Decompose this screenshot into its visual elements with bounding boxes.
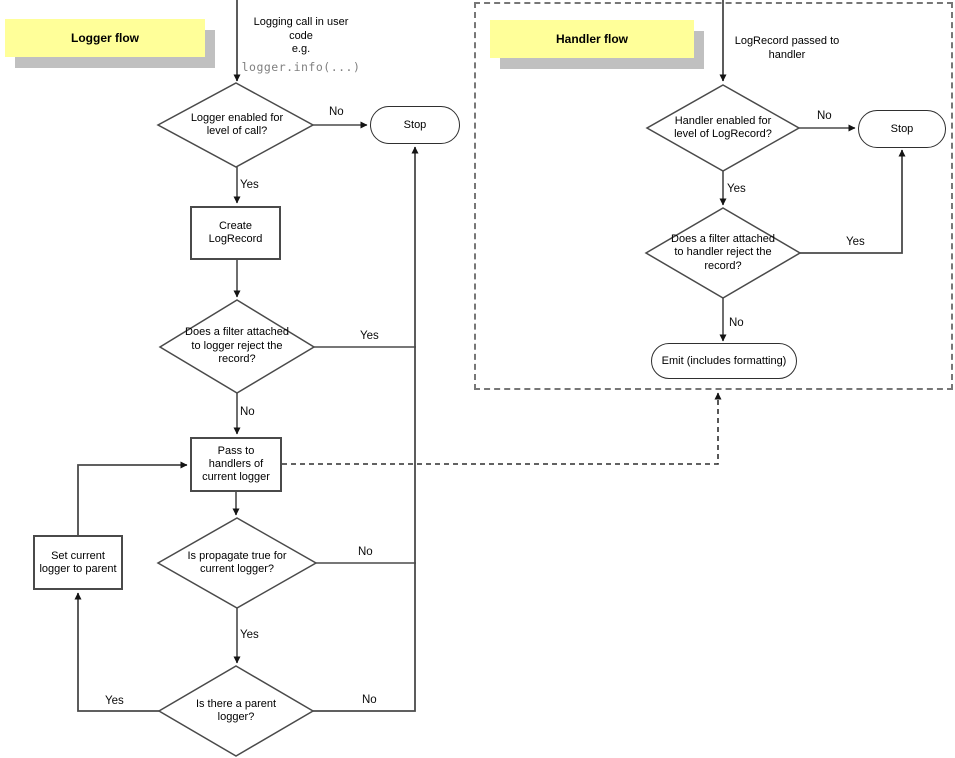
diamond-handler-enabled [645, 84, 801, 172]
edge-hfilter-yes-to-stop [800, 149, 906, 254]
emit-node: Emit (includes formatting) [651, 343, 797, 379]
handler-enabled-label: Handler enabled for level of LogRecord? [674, 114, 772, 141]
logger-filter-label: Does a filter attached to logger reject … [185, 326, 289, 366]
edge-label: Yes [240, 629, 259, 641]
edge-parent-yes-to-set [74, 592, 159, 712]
logger-enabled-label: Logger enabled for level of call? [190, 111, 284, 138]
edge-label: No [329, 106, 344, 118]
edge-label: No [240, 406, 255, 418]
logger-stop-node: Stop [370, 106, 460, 144]
diamond-logger-enabled [156, 82, 315, 168]
logger-flow-title: Logger flow [5, 19, 205, 57]
edge-label: No [729, 317, 744, 329]
handler-flow-title: Handler flow [490, 20, 694, 58]
diamond-parent-logger [157, 665, 315, 757]
set-current-logger-box: Set current logger to parent [33, 535, 123, 590]
pass-to-handlers-box: Pass to handlers of current logger [190, 437, 282, 492]
edge-label: Yes [240, 179, 259, 191]
handler-stop-node: Stop [858, 110, 946, 148]
edge-parent-no-to-stop [313, 146, 419, 712]
edge-label: No [817, 110, 832, 122]
edge-label: Yes [846, 236, 865, 248]
edge-label: No [362, 694, 377, 706]
logger-entry-code: logger.info(...) [241, 60, 361, 74]
edge-label: Yes [727, 183, 746, 195]
handler-entry-text: LogRecord passed to handler [734, 35, 840, 61]
parent-logger-label: Is there a parent logger? [195, 697, 277, 724]
edge-pass-to-handler-flow-dashed [282, 392, 722, 465]
diamond-logger-filter [158, 299, 316, 394]
edge-label: No [358, 546, 373, 558]
diamond-handler-filter [644, 207, 802, 299]
handler-filter-label: Does a filter attached to handler reject… [671, 232, 775, 272]
edge-label: Yes [105, 695, 124, 707]
edge-set-to-pass [77, 461, 188, 535]
propagate-label: Is propagate true for current logger? [187, 549, 287, 576]
logger-entry-text: Logging call in user code e.g. [253, 16, 349, 55]
create-logrecord-box: Create LogRecord [190, 206, 281, 260]
edge-label: Yes [360, 330, 379, 342]
diamond-propagate [156, 517, 318, 609]
